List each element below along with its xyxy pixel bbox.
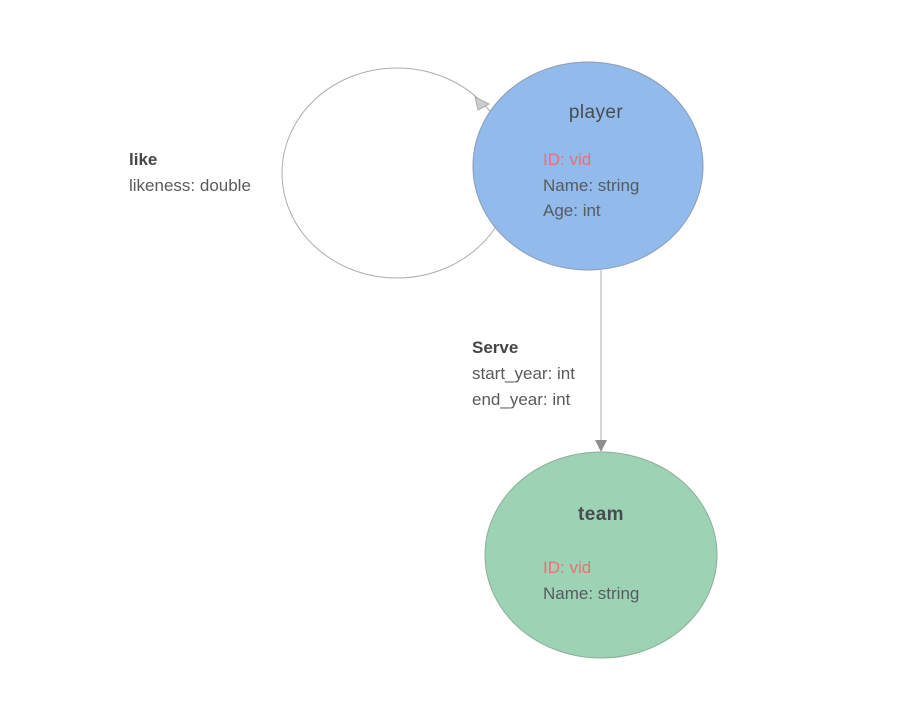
player-node-title: player bbox=[568, 102, 624, 123]
team-node-title: team bbox=[578, 504, 624, 525]
like-edge-label-group: like likeness: double bbox=[129, 147, 251, 199]
player-node-shape bbox=[472, 61, 704, 271]
player-property-id: ID: vid bbox=[543, 150, 592, 169]
player-property-name: Name: string bbox=[543, 175, 640, 195]
serve-edge-property-end-year: end_year: int bbox=[472, 389, 571, 409]
serve-arrowhead-icon bbox=[595, 440, 607, 452]
like-edge-property-likeness: likeness: double bbox=[129, 175, 251, 195]
team-node-shape bbox=[484, 451, 718, 659]
serve-edge-label-group: Serve start_year: int end_year: int bbox=[472, 335, 575, 412]
team-property-name: Name: string bbox=[543, 583, 640, 603]
team-property-id: ID: vid bbox=[543, 558, 592, 577]
like-arrowhead-icon bbox=[474, 96, 491, 111]
player-node-properties: ID: vid Name: string Age: int bbox=[543, 147, 639, 224]
serve-edge-name: Serve bbox=[472, 338, 519, 357]
like-edge-name: like bbox=[129, 150, 158, 169]
player-property-age: Age: int bbox=[543, 201, 601, 220]
team-node-properties: ID: vid Name: string bbox=[543, 555, 639, 606]
serve-edge-property-start-year: start_year: int bbox=[472, 363, 575, 383]
